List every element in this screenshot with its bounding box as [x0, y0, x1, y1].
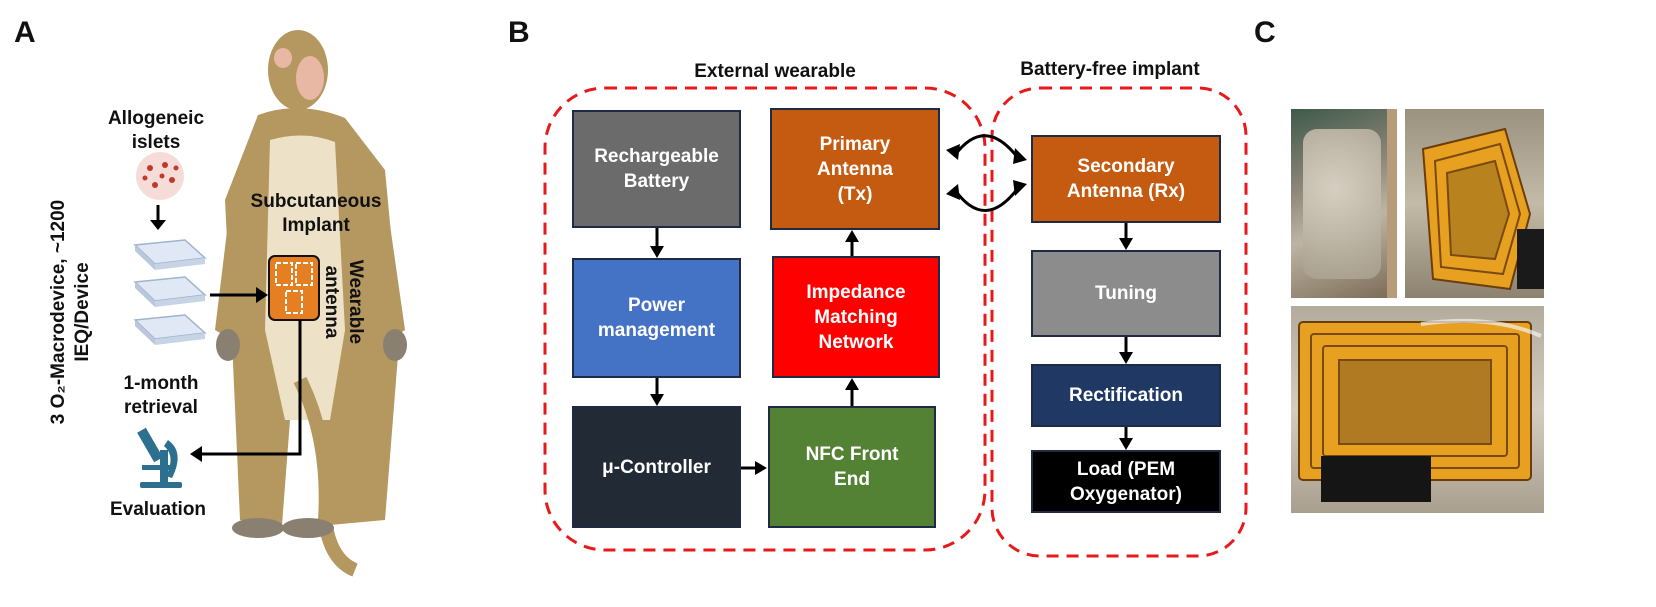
panel-c-letter: C	[1254, 16, 1276, 49]
photo-antenna-flat	[1291, 306, 1544, 513]
rectification-box: Rectification	[1031, 364, 1221, 427]
panel-b-letter: B	[508, 16, 530, 49]
photo-antenna-curved	[1405, 109, 1544, 298]
macrodevice-icons	[133, 239, 207, 345]
retrieval-label: 1-month retrieval	[123, 373, 199, 418]
nfc-front-end-box: NFC Front End	[768, 406, 936, 528]
islets-icon	[136, 152, 184, 200]
primary-antenna-box: Primary Antenna (Tx)	[770, 108, 940, 230]
evaluation-label: Evaluation	[109, 499, 207, 520]
tuning-box: Tuning	[1031, 250, 1221, 337]
microcontroller-box: μ-Controller	[572, 406, 741, 528]
wearable-antenna-icon	[268, 255, 320, 321]
power-management-box: Power management	[572, 258, 741, 378]
battery-free-implant-title: Battery-free implant	[1020, 59, 1200, 80]
islets-label: Allogeneic islets	[107, 108, 205, 153]
secondary-antenna-box: Secondary Antenna (Rx)	[1031, 135, 1221, 223]
implant-label: Subcutaneous Implant	[250, 191, 382, 236]
load-pem-oxygenator-box: Load (PEM Oxygenator)	[1031, 450, 1221, 513]
wireless-coupling-arrows	[953, 134, 1020, 212]
panel-a-illustration	[133, 30, 407, 577]
external-wearable-title: External wearable	[694, 61, 856, 82]
panel-a-letter: A	[14, 16, 36, 49]
impedance-matching-box: Impedance Matching Network	[772, 256, 940, 378]
photo-implant-side	[1291, 109, 1397, 298]
rechargeable-battery-box: Rechargeable Battery	[572, 110, 741, 228]
microscope-icon	[137, 427, 182, 488]
external-wearable-border	[543, 86, 987, 552]
